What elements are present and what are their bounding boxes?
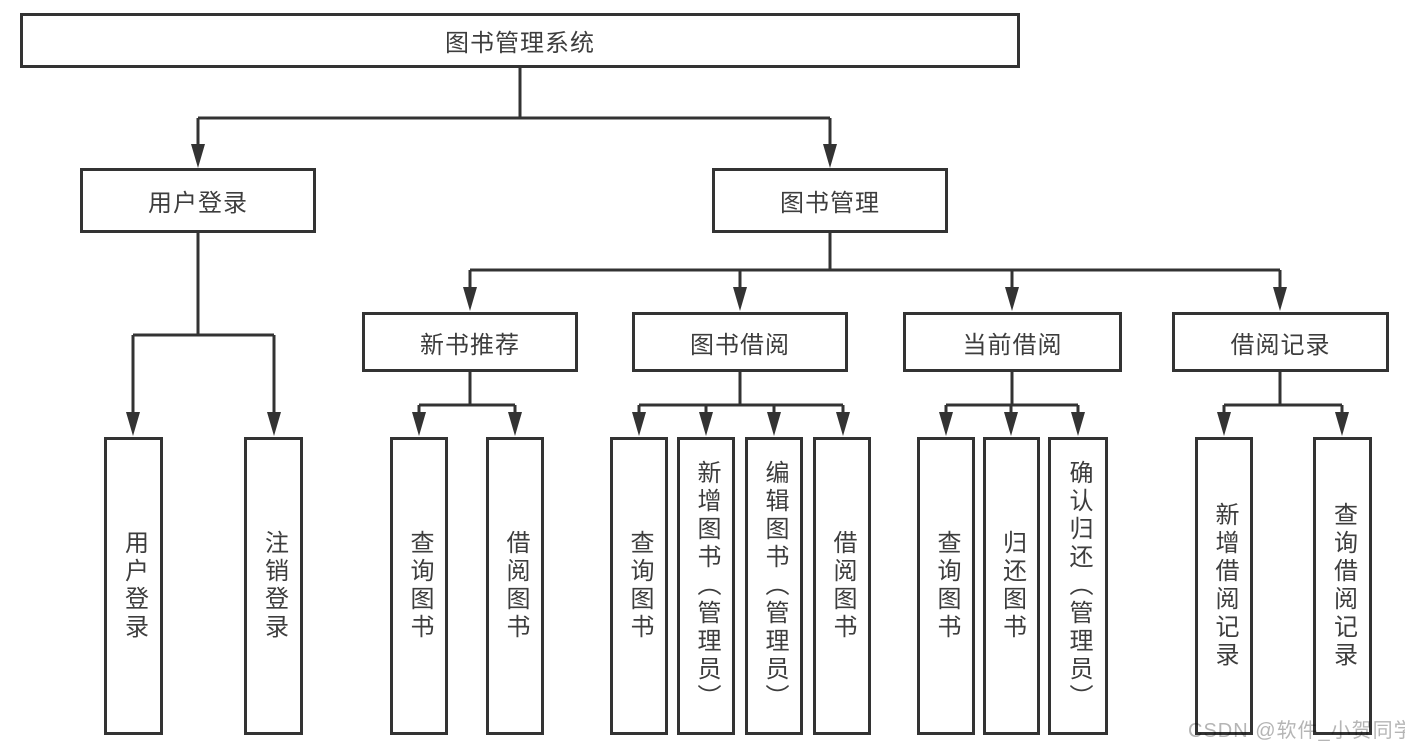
node-book-borrowing: 图书借阅 xyxy=(632,312,848,372)
leaf-query-books-recommend: 查询图书 xyxy=(390,437,448,735)
node-user-login: 用户登录 xyxy=(80,168,316,233)
leaf-query-borrow-record: 查询借阅记录 xyxy=(1313,437,1372,735)
leaf-label: 查询借阅记录 xyxy=(1329,502,1357,670)
node-new-book-recommendation: 新书推荐 xyxy=(362,312,578,372)
leaf-label: 查询图书 xyxy=(933,530,960,642)
leaf-user-login: 用户登录 xyxy=(104,437,163,735)
node-current-borrowing: 当前借阅 xyxy=(903,312,1122,372)
leaf-confirm-return-admin: 确认归还（管理员） xyxy=(1048,437,1108,735)
leaf-label: 查询图书 xyxy=(406,530,433,642)
leaf-add-book-admin: 新增图书（管理员） xyxy=(677,437,735,735)
leaf-label: 用户登录 xyxy=(120,530,148,642)
leaf-label: 归还图书 xyxy=(998,530,1026,642)
leaf-add-borrow-record: 新增借阅记录 xyxy=(1195,437,1253,735)
node-library-management-system: 图书管理系统 xyxy=(20,13,1020,68)
leaf-edit-book-admin: 编辑图书（管理员） xyxy=(745,437,803,735)
node-book-management: 图书管理 xyxy=(712,168,948,233)
leaf-label: 查询图书 xyxy=(626,530,653,642)
leaf-label: 借阅图书 xyxy=(829,530,856,642)
node-borrowing-records: 借阅记录 xyxy=(1172,312,1389,372)
leaf-query-books-borrowing: 查询图书 xyxy=(610,437,668,735)
leaf-label: 编辑图书（管理员） xyxy=(761,460,788,712)
leaf-return-book: 归还图书 xyxy=(983,437,1040,735)
leaf-logout: 注销登录 xyxy=(244,437,303,735)
leaf-label: 借阅图书 xyxy=(502,530,529,642)
leaf-borrow-books-borrowing: 借阅图书 xyxy=(813,437,871,735)
leaf-query-books-current: 查询图书 xyxy=(917,437,975,735)
leaf-label: 新增图书（管理员） xyxy=(693,460,720,712)
leaf-label: 新增借阅记录 xyxy=(1211,502,1238,670)
leaf-label: 确认归还（管理员） xyxy=(1065,460,1092,712)
leaf-borrow-books-recommend: 借阅图书 xyxy=(486,437,544,735)
csdn-watermark: CSDN @软件_小贺同学 xyxy=(1188,720,1405,742)
leaf-label: 注销登录 xyxy=(260,530,288,642)
